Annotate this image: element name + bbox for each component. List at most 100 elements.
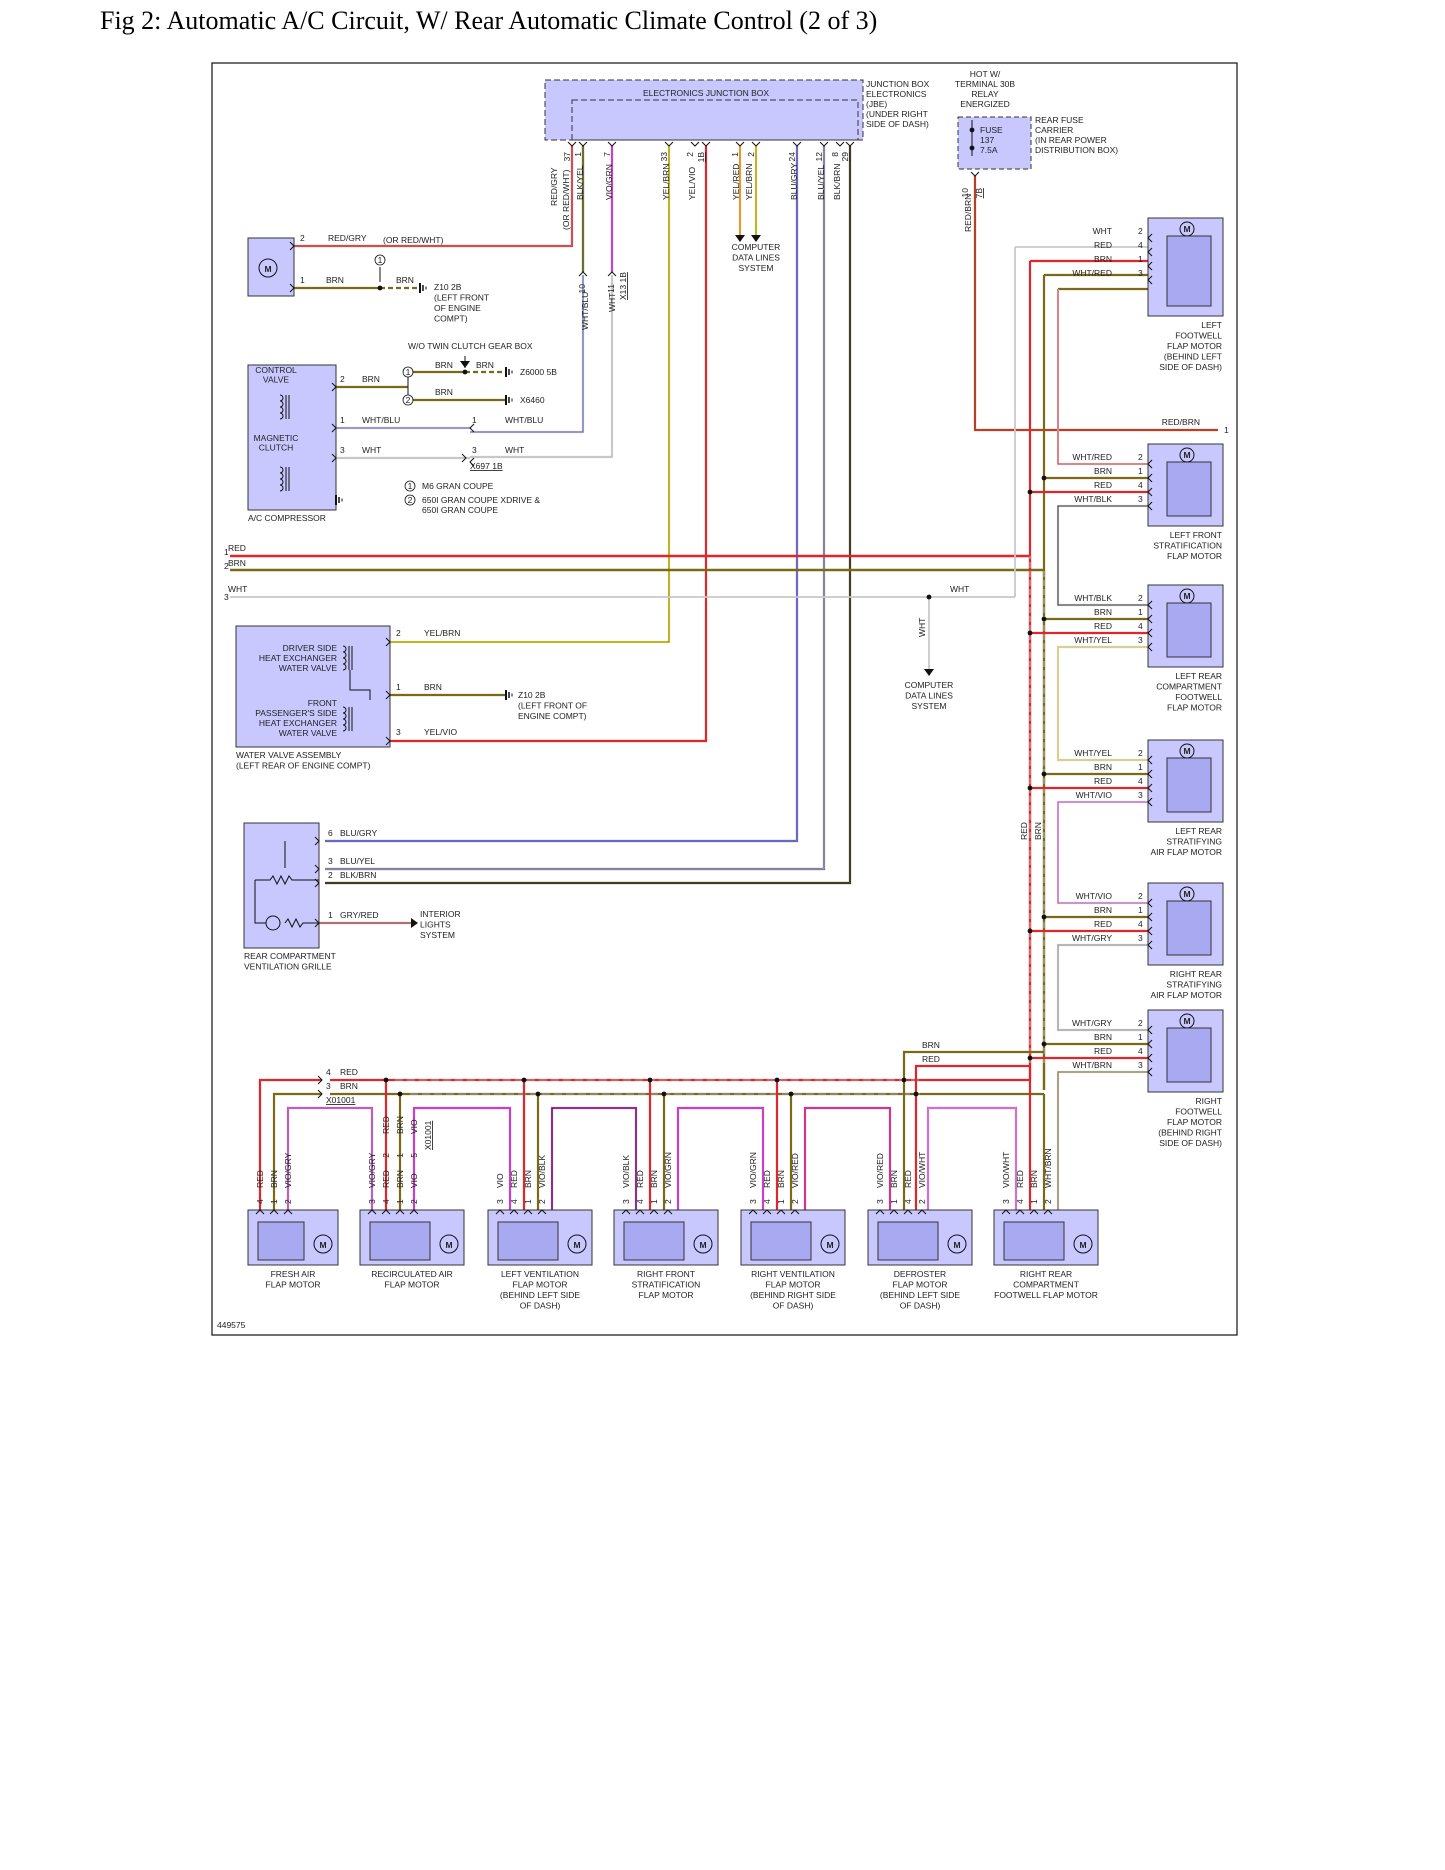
label: BRN (1029, 1170, 1039, 1188)
label: REAR FUSE (1035, 115, 1084, 125)
jbe-pin: 8 (830, 152, 840, 157)
connector-icon (1147, 487, 1153, 497)
label: BLK/YEL (575, 165, 585, 200)
label: BLK/BRN (832, 164, 842, 200)
label: 1 (1138, 1032, 1143, 1042)
label: BRN (922, 1040, 940, 1050)
label: 2 (409, 1199, 419, 1204)
motor-icon-letter: M (1183, 1016, 1190, 1026)
label: VIO/WHT (1001, 1152, 1011, 1188)
label: RED (1094, 480, 1112, 490)
label: SIDE OF DASH) (1159, 1138, 1222, 1148)
connector-icon (1147, 642, 1153, 652)
label: BRN (889, 1170, 899, 1188)
connector-icon (1147, 940, 1153, 950)
wire-stripe (1057, 505, 1148, 606)
label: YEL/VIO (687, 167, 697, 200)
motor-icon-circle (820, 1234, 840, 1254)
wire-stripe (287, 1107, 373, 1210)
label: 1 (300, 275, 305, 285)
label: BRN (326, 275, 344, 285)
label: DISTRIBUTION BOX) (1035, 145, 1118, 155)
jbe-inner (571, 99, 859, 141)
flap-motor-inner (257, 1221, 305, 1261)
splice-dot (926, 594, 932, 600)
label: RED (228, 543, 246, 553)
label: WHT/BLK (1074, 494, 1112, 504)
motor-icon-circle (1179, 447, 1195, 463)
label: BRN (523, 1170, 533, 1188)
label: PASSENGER'S SIDE (255, 708, 337, 718)
connector-icon (735, 141, 745, 147)
coil-icon (342, 645, 347, 671)
splice-dot (969, 127, 975, 133)
label: 2 (1138, 226, 1143, 236)
label: SYSTEM (912, 701, 947, 711)
motor-icon-circle (947, 1234, 967, 1254)
label: LIGHTS (420, 920, 451, 930)
label: WATER VALVE (279, 728, 338, 738)
label: FOOTWELL FLAP MOTOR (994, 1290, 1098, 1300)
connector-icon (314, 836, 320, 846)
label: 4 (1138, 621, 1143, 631)
wire-brn (272, 1092, 322, 1210)
label: 1 (523, 1199, 533, 1204)
label: BRN (476, 360, 494, 370)
label: 4 (509, 1199, 519, 1204)
label: WATER VALVE ASSEMBLY (236, 750, 342, 760)
label: 3 (1138, 494, 1143, 504)
connector-icon (1147, 247, 1153, 257)
connector-icon (367, 1209, 377, 1215)
label: RIGHT FRONT (637, 1269, 695, 1279)
label: 2 (396, 628, 401, 638)
label: 1 (1138, 254, 1143, 264)
connector-icon (1147, 233, 1153, 243)
label: RED (509, 1170, 519, 1188)
fuse-carrier-box (957, 116, 1032, 170)
connector-icon (776, 1209, 786, 1215)
label: RED (922, 1054, 940, 1064)
label: (OR RED/WHT) (383, 235, 444, 245)
resistor-icon (284, 917, 319, 929)
label: HEAT EXCHANGER (259, 718, 337, 728)
wire-stripe (325, 146, 825, 870)
motor-icon: M (1179, 743, 1195, 759)
label: FOOTWELL (1175, 331, 1222, 341)
coil-icon (342, 706, 347, 732)
note-marker-number: 1 (408, 481, 413, 491)
label: HOT W/ (970, 69, 1001, 79)
flap-motor-inner (750, 1221, 812, 1261)
wire-wht-brn (1056, 1070, 1148, 1210)
connector-icon (1147, 600, 1153, 610)
label: 3 (224, 592, 229, 602)
ground-icon (505, 690, 513, 700)
motor-icon: M (1179, 886, 1195, 902)
label: CARRIER (1035, 125, 1073, 135)
label: Z6000 5B (520, 367, 557, 377)
motor-icon-letter: M (319, 1240, 326, 1250)
label: BRN (395, 1170, 405, 1188)
splice-dot (1027, 785, 1033, 791)
connector-icon (578, 271, 588, 277)
motor-icon-circle (313, 1234, 333, 1254)
label: TERMINAL 30B (955, 79, 1015, 89)
splice-dot (647, 1077, 653, 1083)
connector-icon (664, 141, 674, 147)
label: ENGINE COMPT) (518, 711, 587, 721)
splice-dot (377, 285, 383, 291)
label: 1 (649, 1199, 659, 1204)
label: DRIVER SIDE (283, 643, 338, 653)
label: STRATIFICATION (632, 1280, 701, 1290)
wire-wht-vio (1056, 800, 1148, 905)
label: FLAP MOTOR (266, 1280, 321, 1290)
label: VIO/BLK (621, 1155, 631, 1188)
label: 650I GRAN COUPE (422, 505, 498, 515)
label: 1 (1138, 905, 1143, 915)
label: 1 (1224, 425, 1229, 435)
coil-icon (279, 394, 284, 420)
connector-icon (289, 241, 295, 251)
label: WHT/BLU (505, 415, 543, 425)
diagram-frame (211, 62, 1238, 1336)
motor-icon-circle (1179, 221, 1195, 237)
wire-red (390, 146, 708, 743)
